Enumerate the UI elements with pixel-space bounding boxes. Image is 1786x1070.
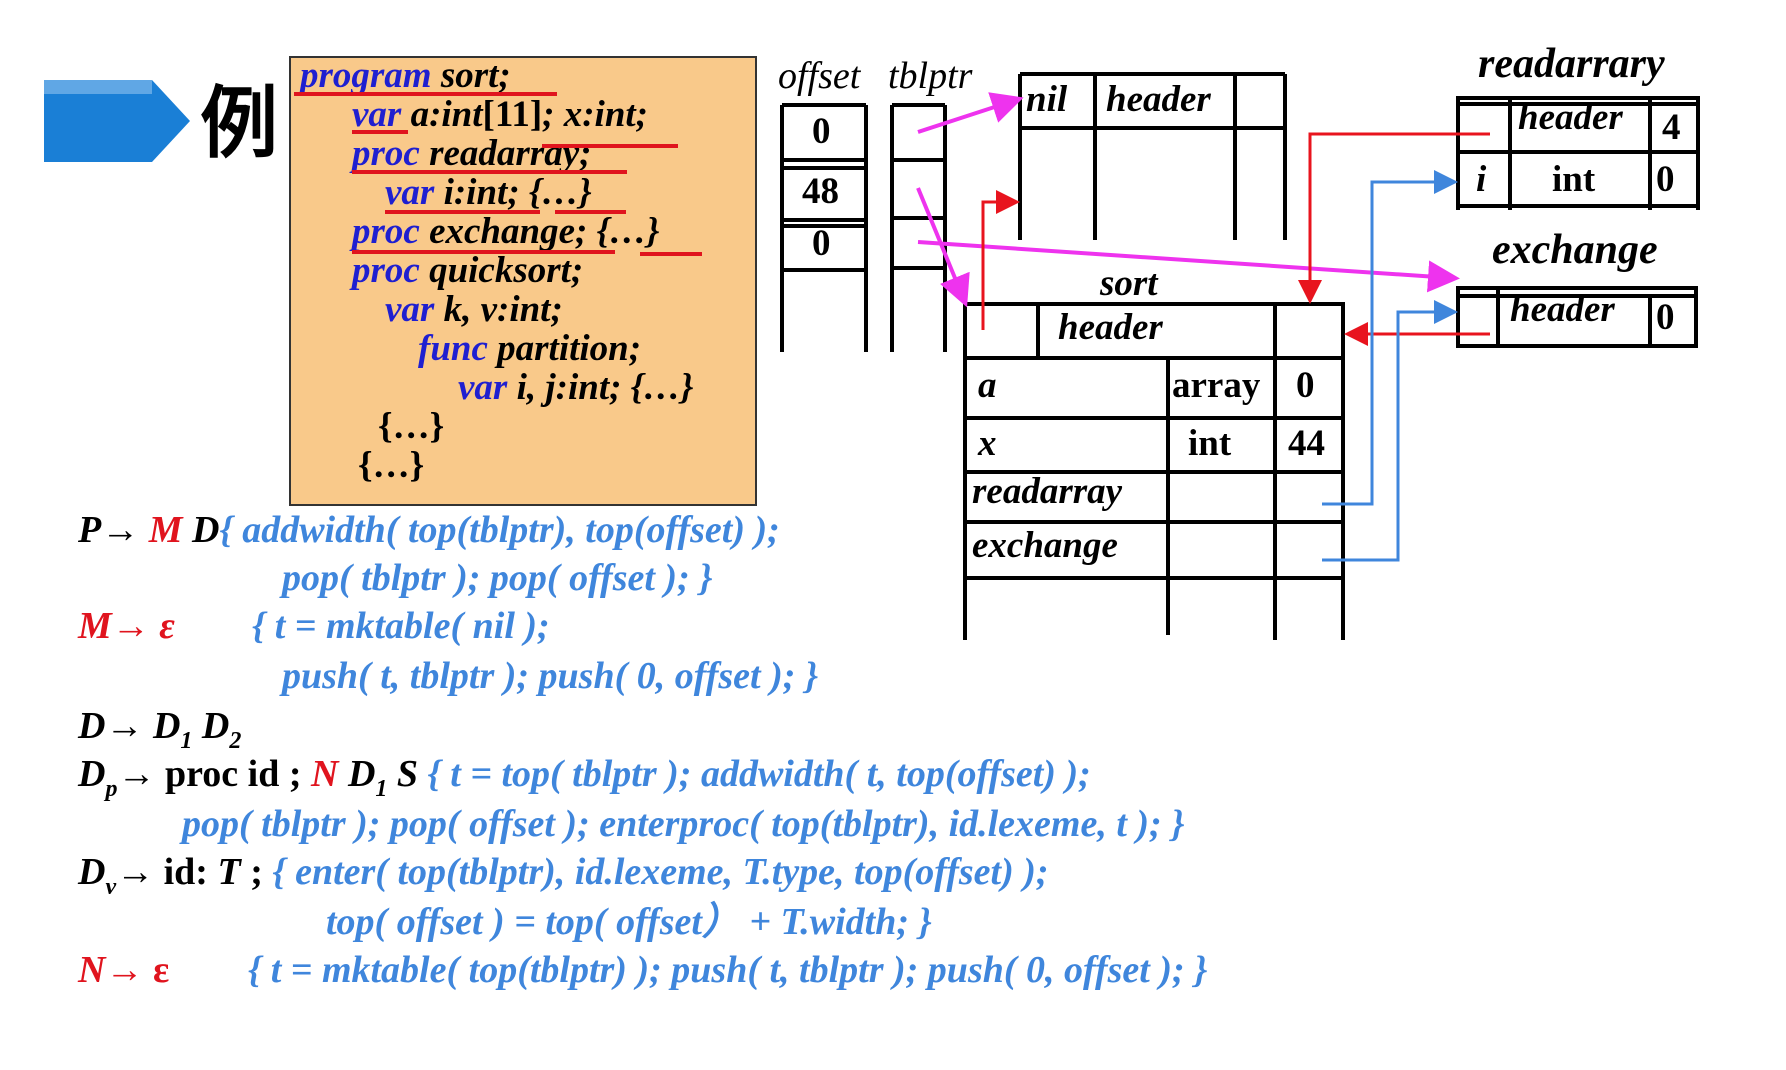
readarray-to-sort-arrow xyxy=(1298,132,1490,304)
nil-table-header: header xyxy=(1106,79,1211,120)
sort-row-type: int xyxy=(1188,423,1232,464)
code-line-3: proc readarray; xyxy=(352,133,592,174)
rule-Dv-action-2: top( offset ) = top( offset） + T.width; … xyxy=(326,901,932,943)
readarray-row-name: i xyxy=(1476,159,1487,200)
tblptr-label: tblptr xyxy=(888,55,973,97)
rule-Dp: Dp→ proc id ; N D1 S { t = top( tblptr )… xyxy=(78,753,1091,802)
code-line-7: var k, v:int; xyxy=(385,289,563,330)
rule-N: N→ ε xyxy=(78,949,170,991)
example-title: 例 xyxy=(200,79,279,169)
rule-P: P→ M D{ addwidth( top(tblptr), top(offse… xyxy=(78,509,780,551)
rule-M: M→ ε xyxy=(78,605,175,647)
code-line-5: proc exchange; {…} xyxy=(352,211,660,252)
sort-row-offset: 0 xyxy=(1296,365,1315,406)
code-line-11: {…} xyxy=(358,445,425,486)
code-line-6: proc quicksort; xyxy=(352,250,584,291)
readarray-row-offset: 0 xyxy=(1656,159,1675,200)
exchange-table-header: header xyxy=(1510,289,1615,330)
rule-P-action-2: pop( tblptr ); pop( offset ); } xyxy=(282,557,713,599)
sort-row-name: x xyxy=(978,423,997,464)
readarray-table-header: header xyxy=(1518,97,1623,138)
code-underlines xyxy=(294,92,702,256)
rule-Dp-action-2: pop( tblptr ); pop( offset ); enterproc(… xyxy=(182,803,1185,845)
tblptr-to-exchange-arrow xyxy=(917,240,1460,293)
offset-value-1: 48 xyxy=(802,171,839,212)
sort-readarray-entry-arrow xyxy=(1322,170,1458,506)
rule-Dv: Dv→ id: T ; { enter( top(tblptr), id.lex… xyxy=(78,851,1049,900)
sort-table-title: sort xyxy=(1100,263,1158,304)
tblptr-to-nil-arrow xyxy=(917,92,1024,134)
sort-row-name: exchange xyxy=(972,525,1118,566)
sort-to-nil-arrow xyxy=(981,190,1020,330)
offset-label: offset xyxy=(778,55,861,97)
code-line-2: var a:int[11]; x:int; xyxy=(352,94,649,135)
offset-value-2: 0 xyxy=(812,223,831,264)
title-arrow-icon xyxy=(44,80,190,162)
nil-label: nil xyxy=(1026,79,1068,120)
sort-row-type: array xyxy=(1172,365,1261,406)
code-line-10: {…} xyxy=(378,406,445,447)
code-line-9: var i, j:int; {…} xyxy=(458,367,694,408)
rule-D: D→ D1 D2 xyxy=(78,705,242,754)
sort-exchange-entry-arrow xyxy=(1322,300,1458,562)
rule-N-action: { t = mktable( top(tblptr) ); push( t, t… xyxy=(248,949,1208,991)
code-line-8: func partition; xyxy=(418,328,642,369)
readarray-width: 4 xyxy=(1662,107,1681,148)
sort-row-name: a xyxy=(978,365,997,406)
rule-M-action-2: push( t, tblptr ); push( 0, offset ); } xyxy=(282,655,819,697)
readarray-table-title: readarrary xyxy=(1478,41,1665,87)
readarray-row-type: int xyxy=(1552,159,1596,200)
code-line-1: program sort; xyxy=(300,55,511,96)
sort-row-name: readarray xyxy=(972,471,1123,512)
exchange-width: 0 xyxy=(1656,297,1675,338)
sort-table-header: header xyxy=(1058,307,1163,348)
offset-value-0: 0 xyxy=(812,111,831,152)
sort-row-offset: 44 xyxy=(1288,423,1325,464)
code-line-4: var i:int; {…} xyxy=(385,172,592,213)
rule-M-action: { t = mktable( nil ); xyxy=(252,605,550,647)
exchange-table-title: exchange xyxy=(1492,227,1658,273)
